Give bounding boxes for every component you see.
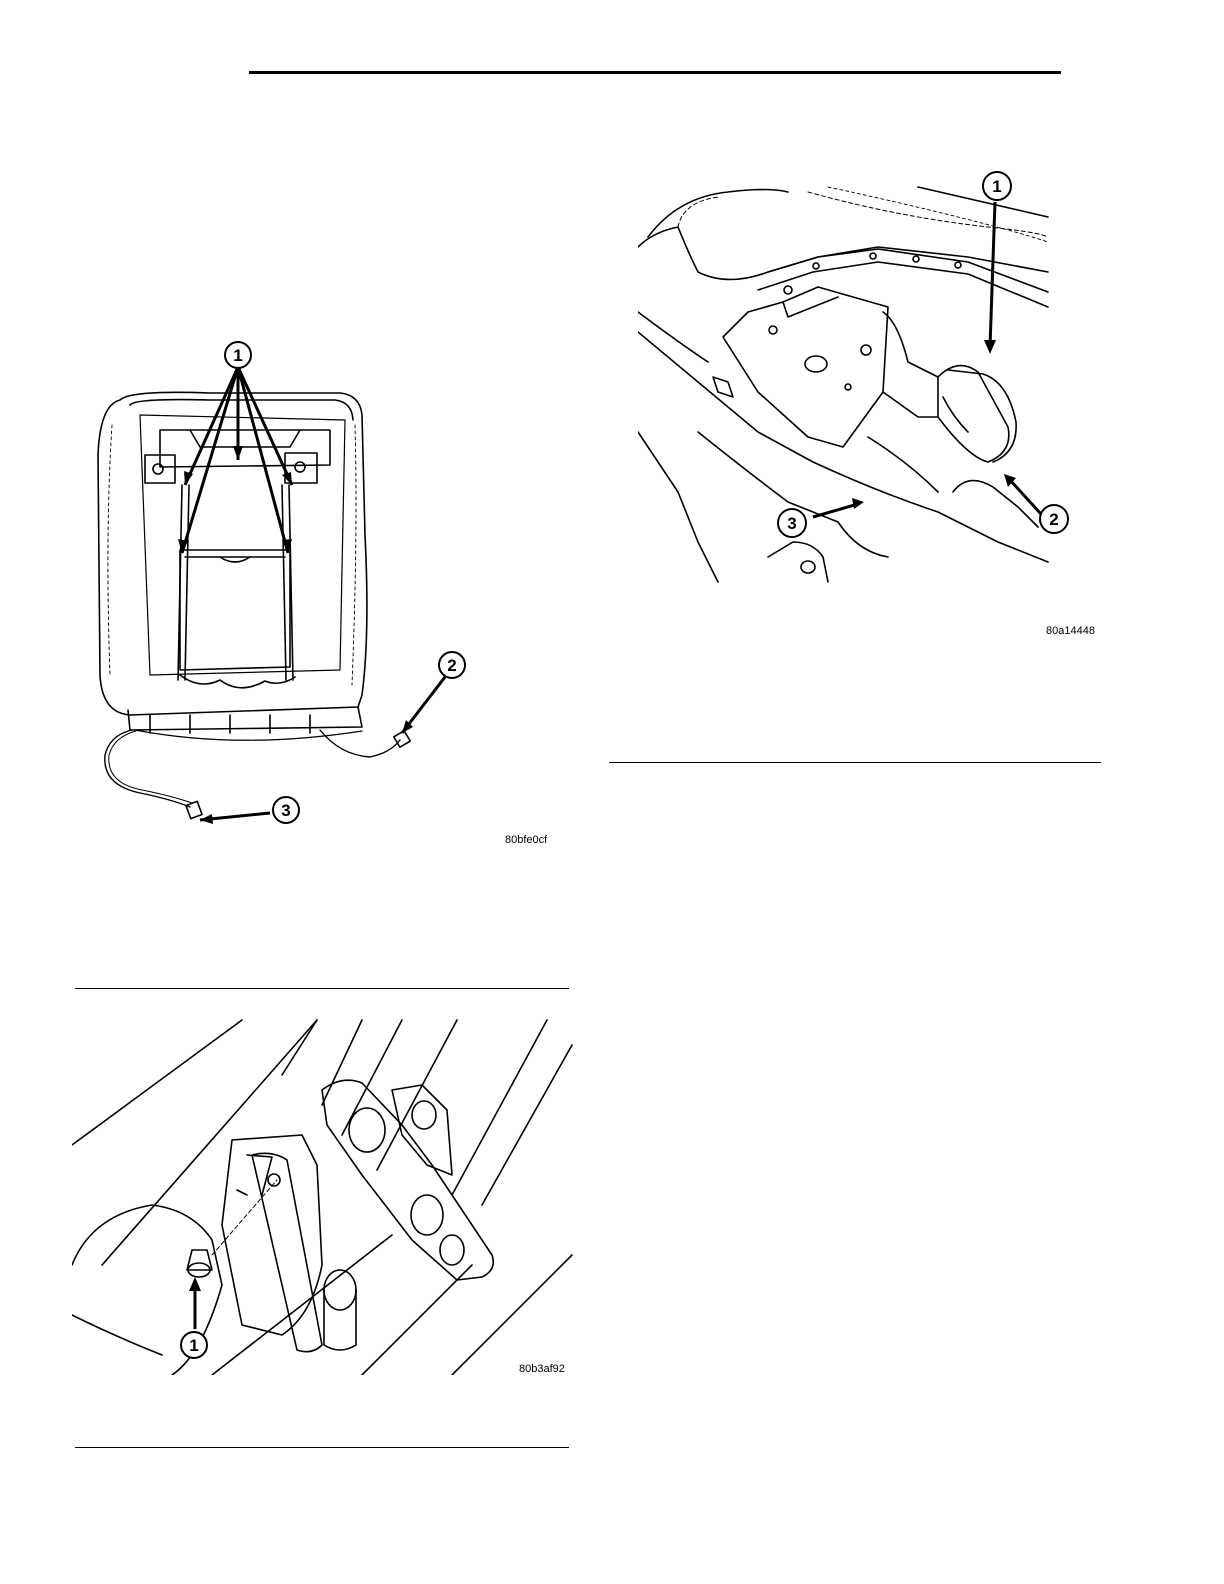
svg-text:1: 1 <box>233 346 242 365</box>
figure-seatback-rear: 1 2 3 <box>90 335 570 855</box>
callout-1: 1 <box>983 172 1011 200</box>
figure-ref-code: 80a14448 <box>1046 625 1095 637</box>
callout-3: 3 <box>273 797 299 823</box>
section-divider <box>75 1447 569 1448</box>
figure-ref-code: 80bfe0cf <box>505 834 547 846</box>
recliner-bolt-illustration: 1 <box>72 1015 577 1375</box>
figure-ref-code: 80b3af92 <box>519 1363 565 1375</box>
svg-text:2: 2 <box>1049 510 1058 529</box>
header-rule <box>249 71 1061 74</box>
callout-2: 2 <box>1040 505 1068 533</box>
svg-text:1: 1 <box>189 1336 198 1355</box>
figure-recliner-bolt: 1 <box>72 1015 577 1375</box>
recliner-handle-illustration: 1 2 3 <box>638 162 1103 602</box>
svg-text:3: 3 <box>787 514 796 533</box>
svg-text:3: 3 <box>281 801 290 820</box>
svg-text:1: 1 <box>992 177 1001 196</box>
callout-2: 2 <box>439 652 465 678</box>
callout-1: 1 <box>181 1332 207 1358</box>
section-divider <box>609 762 1101 763</box>
section-divider <box>75 988 569 989</box>
callout-1: 1 <box>225 342 251 368</box>
svg-text:2: 2 <box>447 656 456 675</box>
callout-3: 3 <box>778 509 806 537</box>
figure-recliner-handle: 1 2 3 <box>638 162 1103 602</box>
seatback-illustration: 1 2 3 <box>90 335 570 855</box>
